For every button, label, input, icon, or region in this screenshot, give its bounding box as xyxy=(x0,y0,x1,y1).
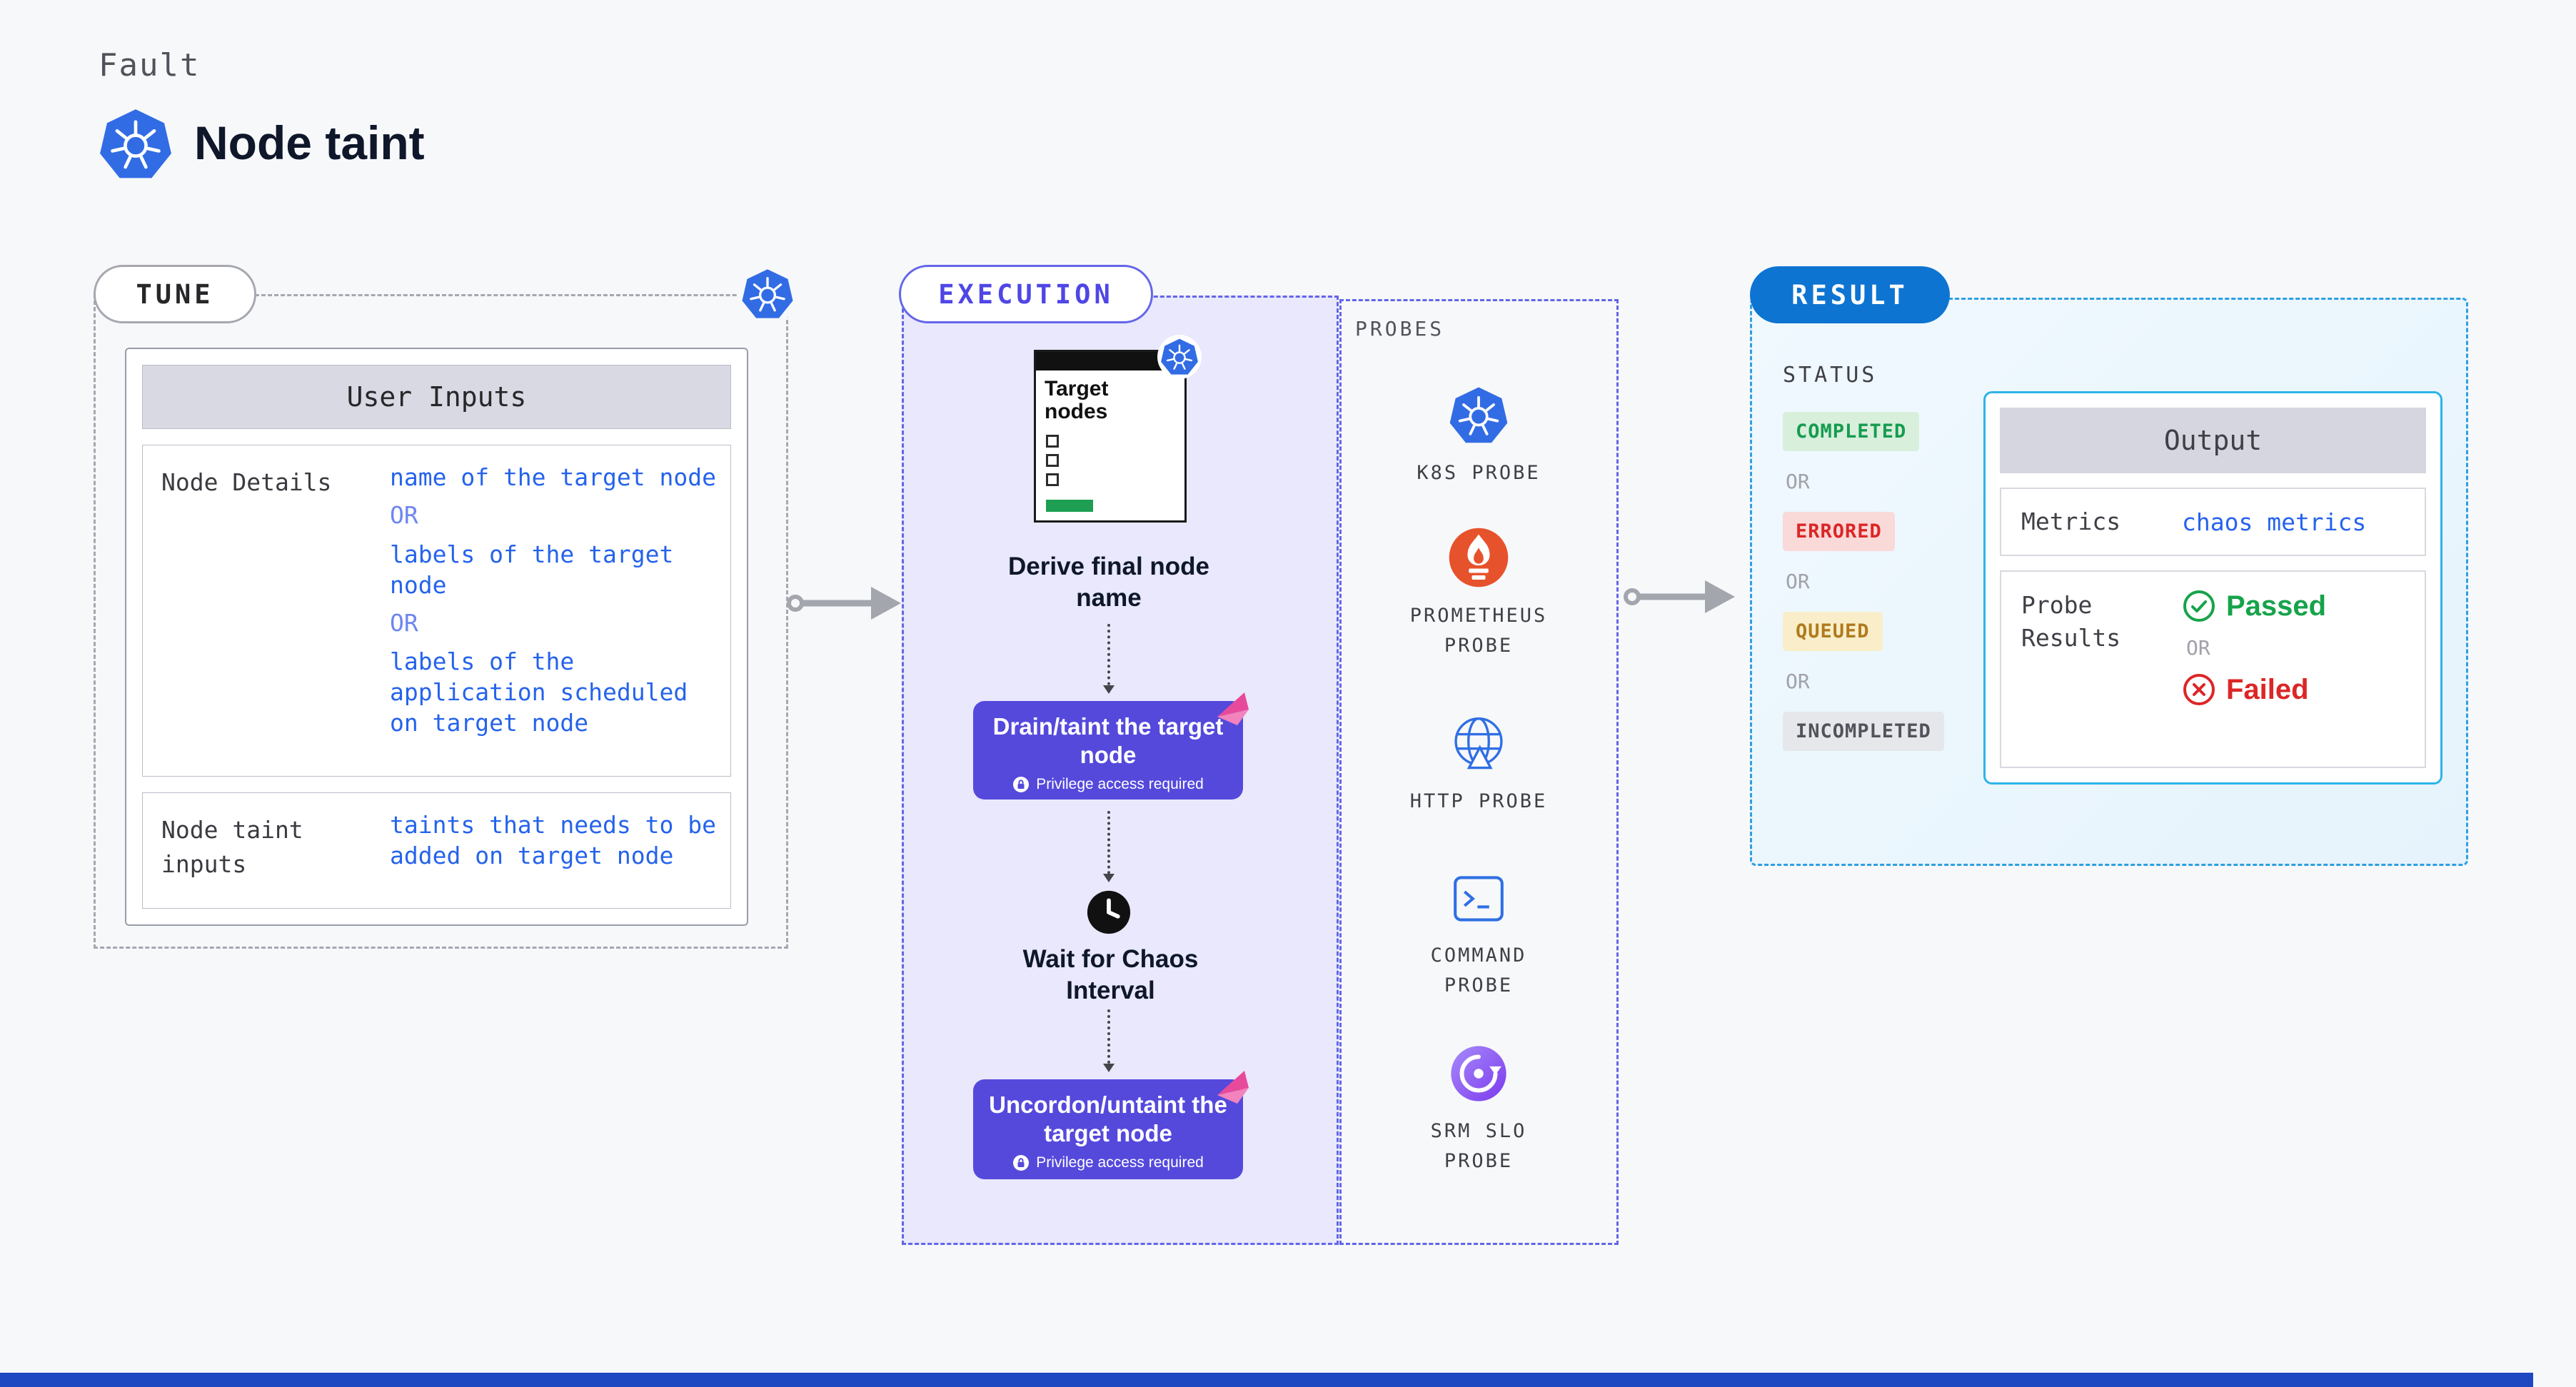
node-details-value: name of the target node OR labels of the… xyxy=(390,463,716,759)
or-label: OR xyxy=(1786,670,1810,693)
probe-label: PROMETHEUS PROBE xyxy=(1409,605,1548,657)
probe-item-http: HTTP PROBE xyxy=(1397,714,1561,817)
probe-item-prometheus: PROMETHEUS PROBE xyxy=(1397,527,1561,661)
status-badge-completed: COMPLETED xyxy=(1783,412,1920,451)
kubernetes-icon xyxy=(737,263,798,325)
probe-item-k8s: K8S PROBE xyxy=(1397,385,1561,488)
user-inputs-card: User Inputs Node Details name of the tar… xyxy=(125,348,748,926)
checkbox-icon xyxy=(1046,453,1059,467)
page-title: Node taint xyxy=(194,116,425,169)
metrics-row: Metrics chaos metrics xyxy=(2000,488,2426,556)
fault-kicker: Fault xyxy=(99,47,201,84)
globe-icon xyxy=(1449,714,1509,774)
execution-to-result-arrow xyxy=(1624,580,1735,613)
uncordon-untaint-label: Uncordon/untaint the target node xyxy=(989,1091,1227,1147)
flow-connector-arrow xyxy=(1103,811,1115,882)
probes-section xyxy=(1339,299,1619,1245)
flow-connector-arrow xyxy=(1103,624,1115,694)
lock-icon xyxy=(1012,1154,1030,1171)
terminal-icon xyxy=(1449,869,1508,928)
checkbox-icon xyxy=(1046,434,1059,448)
probe-results-values: Passed OR Failed xyxy=(2182,589,2326,750)
passed-label: Passed xyxy=(2226,590,2327,622)
drain-taint-step: Drain/taint the target node Privilege ac… xyxy=(973,692,1249,800)
progress-bar xyxy=(1046,500,1093,512)
status-badge-incompleted: INCOMPLETED xyxy=(1783,712,1944,751)
output-title: Output xyxy=(2000,408,2426,473)
node-details-value-2: labels of the target node xyxy=(390,540,674,599)
failed-label: Failed xyxy=(2226,673,2309,705)
output-card: Output Metrics chaos metrics Probe Resul… xyxy=(1983,391,2442,785)
node-details-label: Node Details xyxy=(161,468,332,496)
clock-icon xyxy=(1086,889,1132,935)
node-taint-inputs-label: Node taint inputs xyxy=(161,816,303,878)
probe-item-command: COMMAND PROBE xyxy=(1397,869,1561,1001)
status-badge-errored: ERRORED xyxy=(1783,512,1895,551)
status-badge-queued: QUEUED xyxy=(1783,612,1883,651)
node-taint-inputs-value: taints that needs to be added on target … xyxy=(390,810,716,891)
node-details-row: Node Details name of the target node OR … xyxy=(142,445,731,777)
node-details-or-1: OR xyxy=(390,500,418,529)
node-details-value-1: name of the target node xyxy=(390,463,716,491)
x-circle-icon xyxy=(2182,672,2216,707)
srm-slo-icon xyxy=(1449,1044,1509,1104)
kubernetes-icon xyxy=(1449,385,1509,445)
privilege-note-text: Privilege access required xyxy=(1036,775,1204,792)
or-label: OR xyxy=(1786,570,1810,593)
probe-item-srm-slo: SRM SLO PROBE xyxy=(1397,1044,1561,1176)
probe-results-row: Probe Results Passed OR Failed xyxy=(2000,570,2426,768)
lock-icon xyxy=(1012,776,1030,793)
status-column: STATUS COMPLETED OR ERRORED OR QUEUED OR… xyxy=(1783,363,1944,751)
tune-pill: TUNE xyxy=(94,265,256,323)
drain-taint-label: Drain/taint the target node xyxy=(992,713,1224,769)
target-nodes-illustration: Target nodes xyxy=(1034,335,1202,523)
chaos-flag-icon xyxy=(1213,688,1253,728)
wait-interval-caption: Wait for Chaos Interval xyxy=(1022,945,1199,1004)
target-card-title: Target nodes xyxy=(1045,377,1109,424)
probe-label: COMMAND PROBE xyxy=(1430,944,1527,997)
node-details-or-2: OR xyxy=(390,608,418,637)
check-circle-icon xyxy=(2182,589,2216,623)
tune-to-execution-arrow xyxy=(787,587,901,620)
uncordon-untaint-step: Uncordon/untaint the target node Privile… xyxy=(973,1071,1249,1179)
probe-label: K8S PROBE xyxy=(1417,462,1541,484)
probe-results-label: Probe Results xyxy=(2021,591,2121,652)
kubernetes-icon xyxy=(1157,335,1202,379)
probe-label: SRM SLO PROBE xyxy=(1430,1120,1527,1172)
failed-line: Failed xyxy=(2182,672,2326,707)
node-taint-inputs-text: taints that needs to be added on target … xyxy=(390,811,716,869)
privilege-note-text: Privilege access required xyxy=(1036,1154,1204,1171)
node-taint-inputs-row: Node taint inputs taints that needs to b… xyxy=(142,792,731,909)
bottom-section-edge xyxy=(0,1373,2533,1387)
prometheus-icon xyxy=(1448,527,1509,588)
chaos-flag-icon xyxy=(1213,1066,1253,1106)
or-label: OR xyxy=(1786,470,1810,493)
probes-section-label: PROBES xyxy=(1355,317,1445,341)
status-title: STATUS xyxy=(1783,363,1878,388)
execution-pill: EXECUTION xyxy=(899,265,1153,323)
privilege-note: Privilege access required xyxy=(986,1154,1230,1171)
metrics-value: chaos metrics xyxy=(2182,508,2367,536)
checkbox-icon xyxy=(1046,473,1059,486)
passed-line: Passed xyxy=(2182,589,2326,623)
tune-section xyxy=(94,294,788,949)
kubernetes-icon xyxy=(99,107,173,181)
or-label: OR xyxy=(2186,636,2210,660)
node-details-value-3: labels of the application scheduled on t… xyxy=(390,647,688,737)
result-pill: RESULT xyxy=(1750,266,1950,323)
flow-connector-arrow xyxy=(1103,1009,1115,1072)
user-inputs-title: User Inputs xyxy=(142,365,731,429)
derive-node-caption: Derive final node name xyxy=(1007,553,1210,612)
probe-label: HTTP PROBE xyxy=(1409,790,1548,812)
metrics-label: Metrics xyxy=(2021,507,2121,535)
privilege-note: Privilege access required xyxy=(986,775,1230,793)
